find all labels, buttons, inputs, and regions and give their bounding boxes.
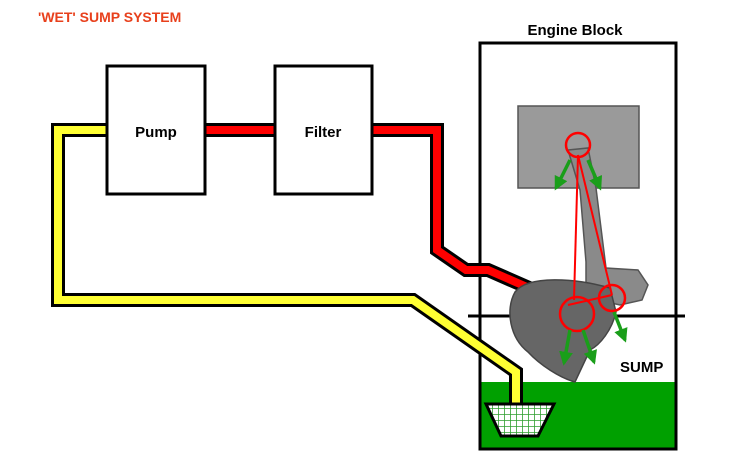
engine-block-label: Engine Block (527, 22, 623, 39)
oil-flow-arrows (554, 159, 628, 366)
pump-box (105, 64, 207, 196)
crank-main-bearing (558, 295, 596, 333)
green-arrow-icon (581, 329, 597, 365)
sump-label: SUMP (620, 359, 663, 376)
filter-label: Filter (305, 124, 342, 141)
big-end-bearing (597, 283, 627, 313)
filter-box (273, 64, 374, 196)
green-arrow-icon (559, 329, 573, 366)
pump-label: Pump (135, 124, 177, 141)
green-arrow-icon (554, 159, 572, 191)
internal-oil-galleries (567, 154, 613, 306)
green-arrow-icon (612, 311, 628, 343)
engine-block-outline (478, 41, 678, 451)
green-arrow-icon (586, 159, 603, 191)
suction-pipe (51, 123, 523, 410)
strainer-basket-icon (483, 402, 557, 438)
pressure-pipe (205, 123, 571, 312)
piston-pin-bearing (564, 131, 592, 159)
diagram-title: 'WET' SUMP SYSTEM (38, 9, 181, 25)
